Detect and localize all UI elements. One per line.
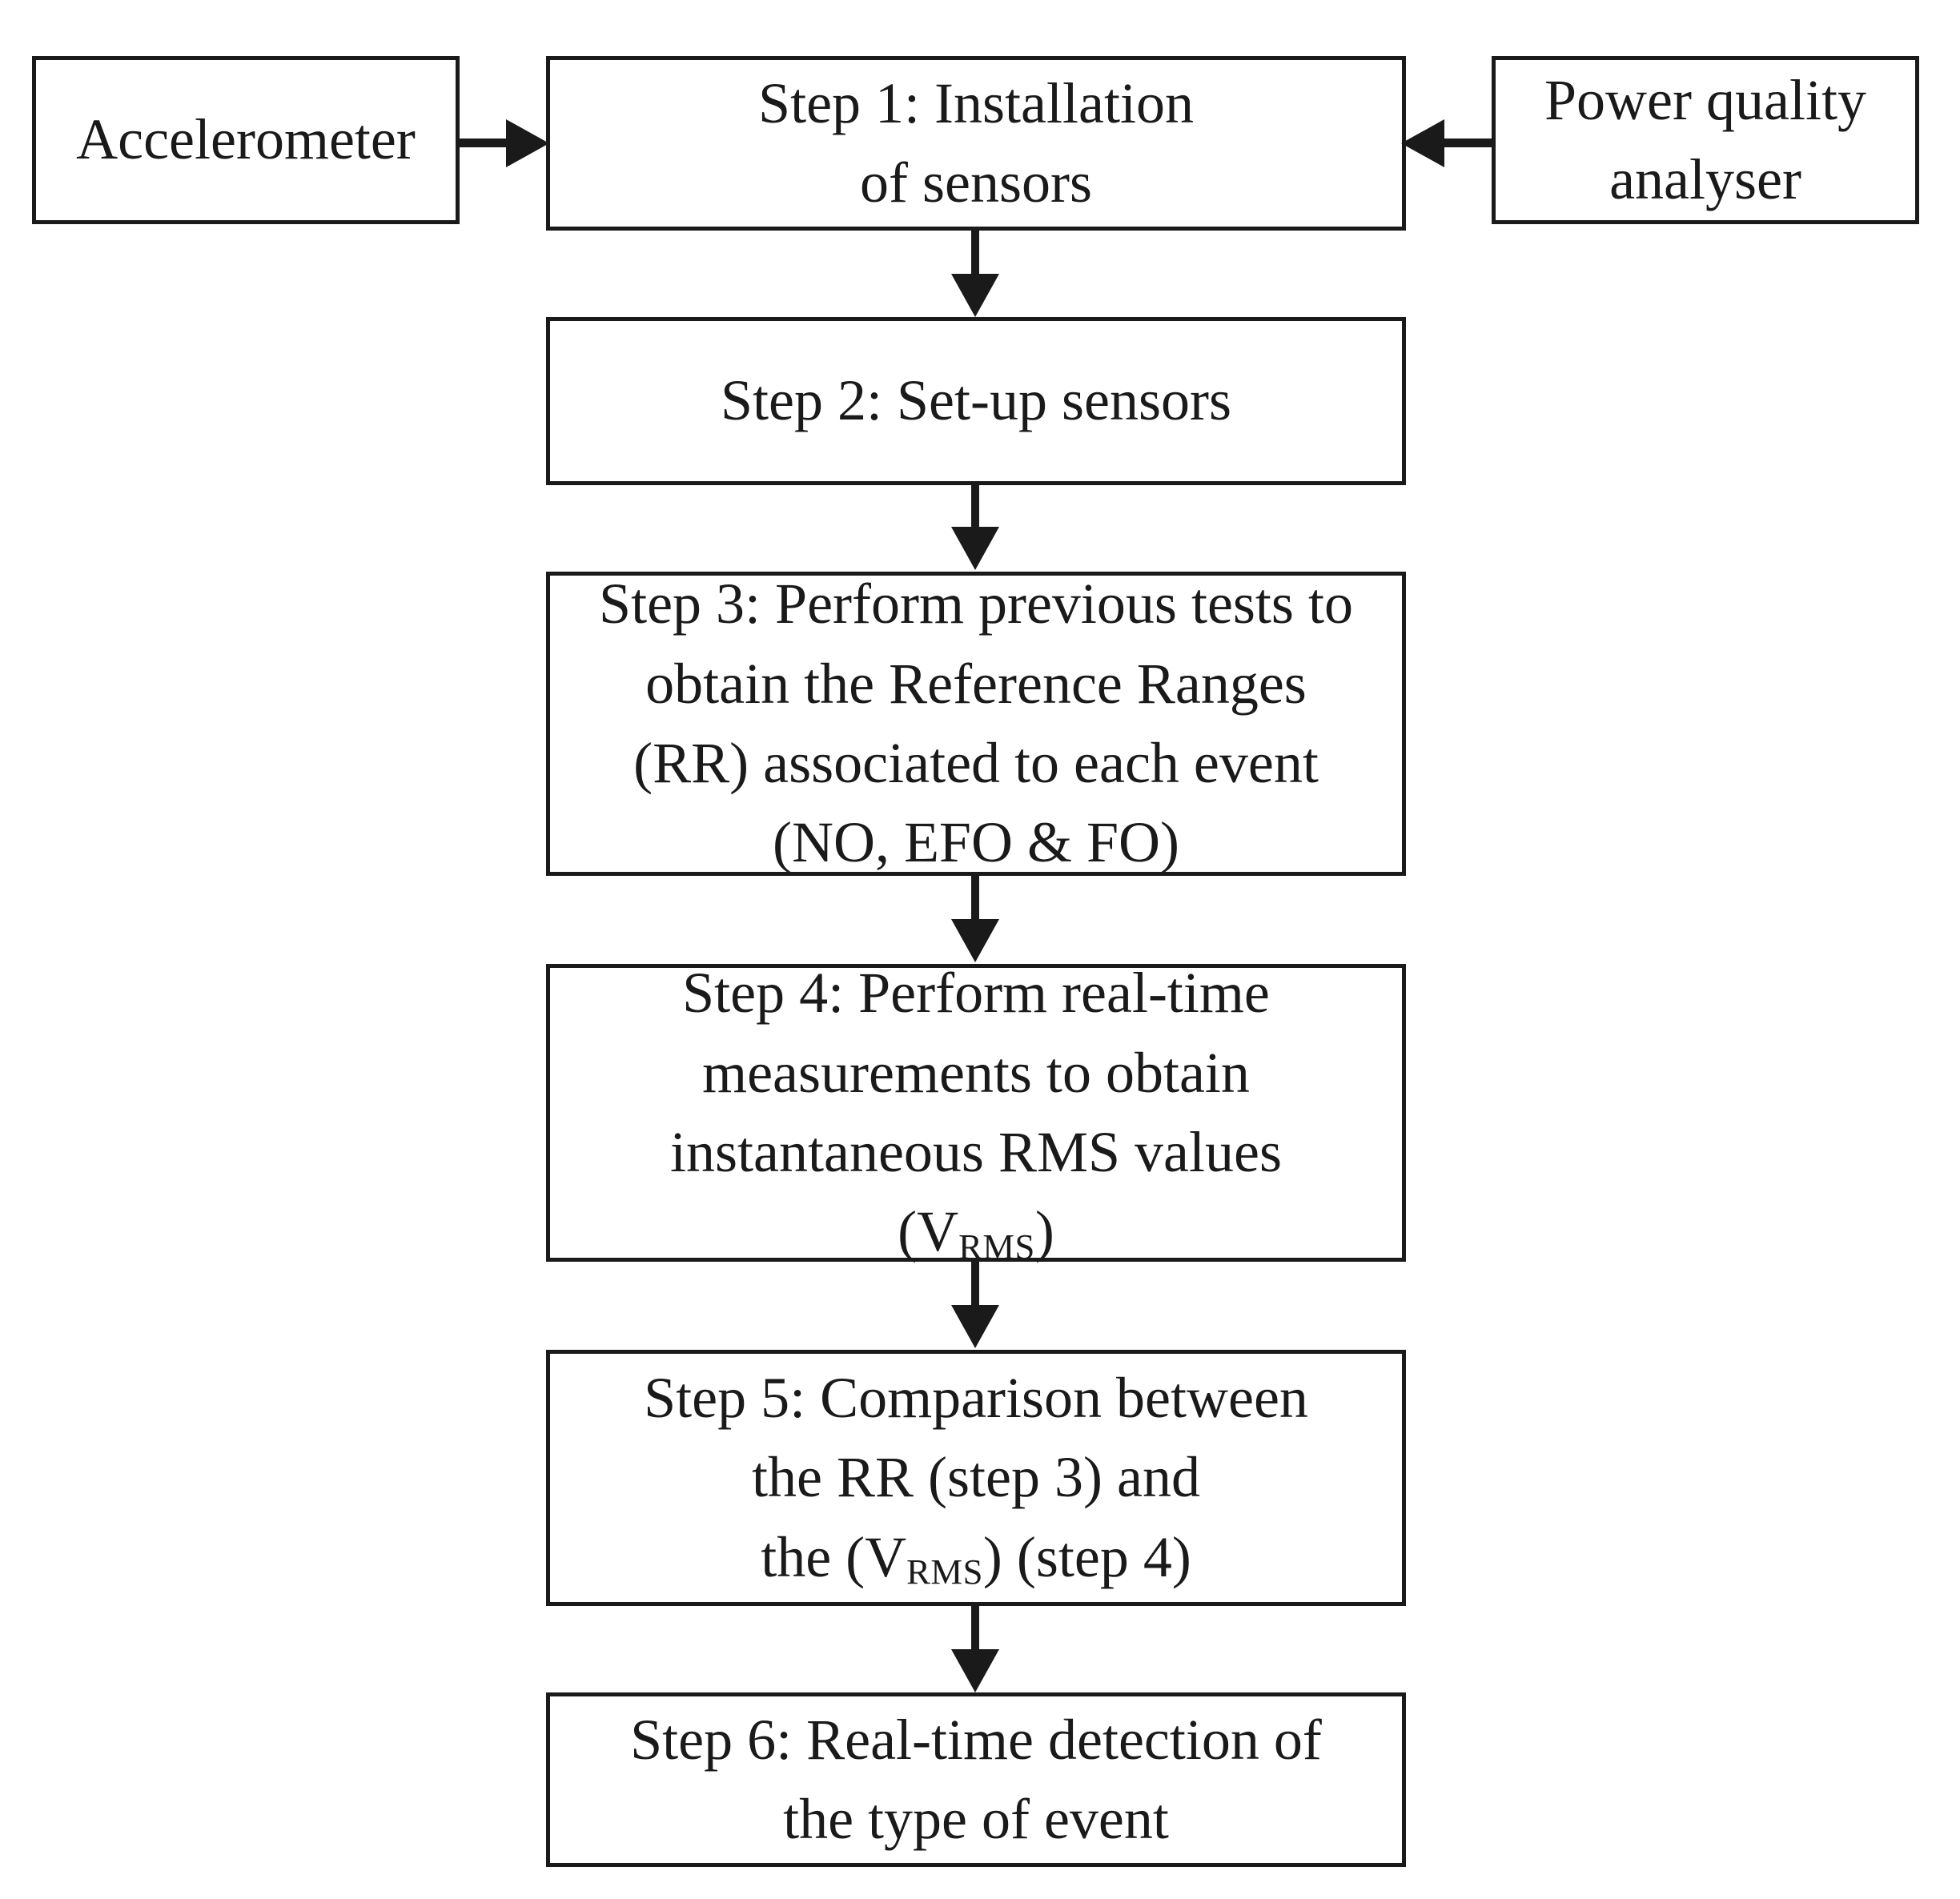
edge-accelerometer-to-step1	[456, 118, 549, 168]
arrowhead-down-icon	[951, 527, 999, 570]
node-step4-line-4: (VRMS)	[561, 1192, 1391, 1271]
node-step5-line-2: the RR (step 3) and	[752, 1445, 1200, 1510]
node-step5-vrms-suffix: ) (step 4)	[982, 1524, 1191, 1589]
arrowhead-down-icon	[951, 919, 999, 962]
node-accelerometer-label: Accelerometer	[36, 100, 456, 179]
node-pqa-line-1: Power quality	[1544, 67, 1866, 132]
node-step1-label: Step 1: Installation of sensors	[550, 64, 1402, 223]
node-step4-label: Step 4: Perform real-time measurements t…	[550, 954, 1402, 1271]
node-pqa-line-2: analyser	[1609, 147, 1801, 211]
node-step4[interactable]: Step 4: Perform real-time measurements t…	[546, 961, 1406, 1267]
arrowhead-down-icon	[951, 1305, 999, 1348]
node-step5-line-3: the (VRMS) (step 4)	[561, 1518, 1391, 1597]
edge-step3-to-step4-shaft	[971, 876, 979, 924]
edge-step5-to-step6-shaft	[971, 1606, 979, 1654]
node-step4-line-3: instantaneous RMS values	[670, 1120, 1282, 1184]
edge-step4-to-step5	[951, 1262, 999, 1351]
node-accelerometer-line-1: Accelerometer	[76, 107, 416, 172]
node-step5-line-1: Step 5: Comparison between	[644, 1365, 1308, 1430]
edge-step1-to-step2-shaft	[971, 231, 979, 280]
node-step3-label: Step 3: Perform previous tests to obtain…	[550, 564, 1402, 882]
edge-step4-to-step5-shaft	[971, 1262, 979, 1310]
node-step5[interactable]: Step 5: Comparison between the RR (step …	[546, 1350, 1406, 1606]
node-step4-line-1: Step 4: Perform real-time	[682, 961, 1270, 1026]
node-step1-line-1: Step 1: Installation	[758, 70, 1194, 135]
node-step4-vrms-suffix: )	[1034, 1199, 1054, 1264]
node-step3[interactable]: Step 3: Perform previous tests to obtain…	[546, 572, 1406, 876]
node-step6-line-2: the type of event	[783, 1787, 1169, 1851]
edge-pqa-to-step1	[1401, 118, 1497, 168]
node-step3-line-3: (RR) associated to each event	[633, 731, 1319, 795]
arrowhead-left-icon	[1401, 119, 1444, 167]
node-step1[interactable]: Step 1: Installation of sensors	[546, 56, 1406, 231]
node-accelerometer[interactable]: Accelerometer	[32, 56, 460, 224]
node-step4-vrms-prefix: (V	[898, 1199, 959, 1264]
node-step4-vrms-subscript: RMS	[958, 1227, 1035, 1267]
node-power-quality-analyser[interactable]: Power quality analyser	[1492, 56, 1919, 224]
arrowhead-down-icon	[951, 274, 999, 317]
edge-step1-to-step2	[951, 231, 999, 319]
node-step2[interactable]: Step 2: Set-up sensors	[546, 317, 1406, 485]
node-step4-line-2: measurements to obtain	[702, 1040, 1250, 1105]
edge-step5-to-step6	[951, 1606, 999, 1696]
node-step3-line-1: Step 3: Perform previous tests to	[599, 572, 1353, 636]
node-step1-line-2: of sensors	[860, 151, 1092, 215]
node-step6[interactable]: Step 6: Real-time detection of the type …	[546, 1692, 1406, 1867]
edge-step2-to-step3-shaft	[971, 485, 979, 532]
node-step3-line-4: (NO, EFO & FO)	[772, 810, 1179, 875]
arrowhead-down-icon	[951, 1649, 999, 1692]
node-step3-line-2: obtain the Reference Ranges	[645, 651, 1307, 716]
node-step5-label: Step 5: Comparison between the RR (step …	[550, 1359, 1402, 1597]
edge-pqa-to-step1-shaft	[1437, 139, 1493, 147]
node-step5-vrms-subscript: RMS	[906, 1552, 983, 1592]
node-step2-label: Step 2: Set-up sensors	[550, 361, 1402, 440]
arrowhead-right-icon	[506, 119, 549, 167]
edge-step3-to-step4	[951, 876, 999, 966]
node-step6-label: Step 6: Real-time detection of the type …	[550, 1700, 1402, 1860]
node-step5-vrms-prefix: the (V	[761, 1524, 907, 1589]
node-power-quality-analyser-label: Power quality analyser	[1496, 61, 1915, 220]
node-step2-line-1: Step 2: Set-up sensors	[721, 368, 1231, 433]
edge-step2-to-step3	[951, 485, 999, 573]
edge-accelerometer-to-step1-shaft	[456, 139, 519, 147]
node-step6-line-1: Step 6: Real-time detection of	[630, 1707, 1322, 1772]
